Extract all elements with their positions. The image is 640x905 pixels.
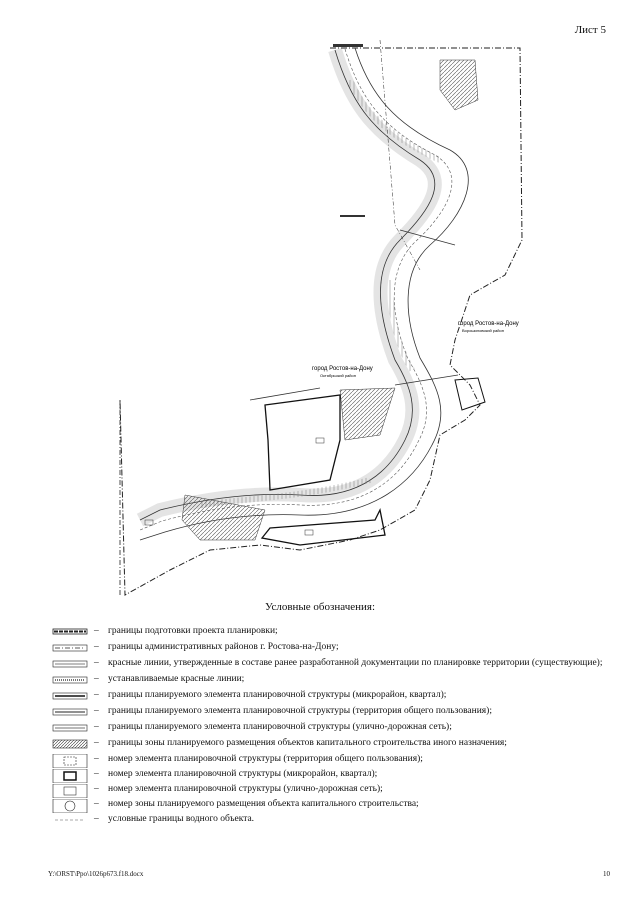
legend-item: –границы зоны планируемого размещения об…	[52, 738, 612, 750]
legend-item: –устанавливаемые красные линии;	[52, 674, 612, 686]
legend-text: номер элемента планировочной структуры (…	[108, 784, 383, 794]
legend-text: номер элемента планировочной структуры (…	[108, 754, 423, 764]
legend-symbol-project-boundary	[52, 626, 88, 638]
legend-item: –границы планируемого элемента планирово…	[52, 722, 612, 734]
map-label-district-right: Ворошиловский район	[462, 328, 504, 333]
legend-dash: –	[94, 690, 99, 700]
hatched-zone-top	[439, 59, 479, 111]
legend-symbol-admin-boundary	[52, 642, 88, 654]
legend-symbol-num-public	[52, 754, 88, 768]
project-boundary-line	[119, 47, 523, 596]
legend-dash: –	[94, 754, 99, 764]
legend-symbol-num-block	[52, 769, 88, 783]
legend-dash: –	[94, 722, 99, 732]
legend-item: –границы планируемого элемента планирово…	[52, 690, 612, 702]
block-outline-2	[260, 508, 386, 546]
map-label-city-right: город Ростов-на-Дону	[458, 321, 519, 327]
legend-dash: –	[94, 784, 99, 794]
legend-text: красные линии, утвержденные в составе ра…	[108, 658, 603, 668]
legend-symbol-num-road	[52, 784, 88, 798]
legend-text: границы планируемого элемента планировоч…	[108, 690, 447, 700]
legend-title: Условные обозначения:	[264, 601, 376, 613]
planning-map: город Ростов-на-Дону Ворошиловский район…	[119, 40, 523, 596]
legend-text: границы зоны планируемого размещения объ…	[108, 738, 507, 748]
legend-text: границы планируемого элемента планировоч…	[108, 706, 492, 716]
legend-text: номер элемента планировочной структуры (…	[108, 769, 378, 779]
legend-text: условные границы водного объекта.	[108, 814, 255, 824]
legend-dash: –	[94, 706, 99, 716]
legend-dash: –	[94, 738, 99, 748]
legend-item: –границы планируемого элемента планирово…	[52, 706, 612, 718]
legend-list: –границы подготовки проекта планировки;–…	[52, 626, 612, 830]
legend-item: –границы административных районов г. Рос…	[52, 642, 612, 654]
sheet-number: Лист 5	[574, 24, 606, 36]
legend-item: –номер элемента планировочной структуры …	[52, 784, 612, 798]
legend-dash: –	[94, 769, 99, 779]
legend-dash: –	[94, 799, 99, 809]
legend-dash: –	[94, 658, 99, 668]
footer-file-path: Y:\ORST\Ppo\1026p673.f18.docx	[48, 870, 144, 878]
legend-symbol-zone-hatch	[52, 738, 88, 750]
block-outline-3	[454, 377, 486, 411]
legend-text: границы административных районов г. Рост…	[108, 642, 339, 652]
legend-item: –красные линии, утвержденные в составе р…	[52, 658, 612, 670]
legend-symbol-element-public	[52, 706, 88, 718]
legend-dash: –	[94, 814, 99, 824]
legend-dash: –	[94, 626, 99, 636]
legend-item: –границы подготовки проекта планировки;	[52, 626, 612, 638]
legend-symbol-num-zone	[52, 799, 88, 813]
legend-item: –условные границы водного объекта.	[52, 814, 612, 826]
legend-item: –номер зоны планируемого размещения объе…	[52, 799, 612, 813]
legend-symbol-red-line-new	[52, 674, 88, 686]
legend-symbol-element-block	[52, 690, 88, 702]
legend-item: –номер элемента планировочной структуры …	[52, 769, 612, 783]
map-label-city-left: город Ростов-на-Дону	[312, 366, 373, 372]
legend-text: границы подготовки проекта планировки;	[108, 626, 278, 636]
legend-text: границы планируемого элемента планировоч…	[108, 722, 452, 732]
legend-dash: –	[94, 642, 99, 652]
legend-item: –номер элемента планировочной структуры …	[52, 754, 612, 768]
footer-page-number: 10	[603, 870, 610, 878]
legend-dash: –	[94, 674, 99, 684]
legend-text: устанавливаемые красные линии;	[108, 674, 245, 684]
legend-symbol-element-road	[52, 722, 88, 734]
legend-text: номер зоны планируемого размещения объек…	[108, 799, 419, 809]
block-outline-1	[264, 394, 341, 491]
legend-symbol-water-boundary	[52, 814, 88, 826]
hatched-zone-middle	[339, 387, 396, 441]
legend-symbol-red-line-existing	[52, 658, 88, 670]
map-label-district-left: Октябрьский район	[320, 373, 356, 378]
